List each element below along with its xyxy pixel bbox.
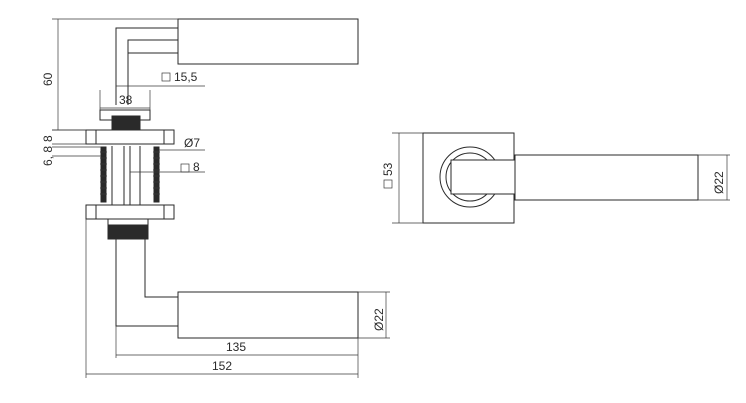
dim-8-top-label: 8 [41, 135, 55, 142]
dim-53: 53 [381, 132, 423, 224]
dim-152-label: 152 [212, 359, 232, 373]
lower-rose [85, 204, 175, 240]
dim-15-5: 15,5 [116, 70, 205, 87]
dim-dia7-label: Ø7 [184, 136, 200, 150]
dim-dia22-front-label: Ø22 [712, 171, 726, 194]
dim-38: 38 [99, 90, 151, 110]
square-symbol-icon [383, 179, 393, 189]
dim-135: 135 [115, 326, 359, 358]
lever-grip-front [514, 154, 699, 201]
dim-6-8: 6, 8 [41, 146, 101, 166]
dim-dia7: Ø7 [159, 136, 205, 151]
dim-152: 152 [85, 219, 359, 378]
dim-8-top: 8 [41, 129, 86, 145]
mounting-screws [100, 146, 160, 206]
dim-135-label: 135 [226, 340, 246, 354]
upper-lever [115, 18, 359, 105]
dim-60-label: 60 [41, 72, 55, 86]
dim-dia22-front: Ø22 [698, 154, 730, 201]
dim-8-square-label: 8 [193, 160, 200, 174]
upper-rose [85, 109, 175, 145]
dim-38-label: 38 [119, 93, 133, 107]
square-symbol-icon [161, 72, 171, 82]
side-view: 60 15,5 38 8 6, 8 Ø7 [41, 18, 390, 378]
front-view: 53 Ø22 [381, 132, 730, 224]
dim-dia22-side-label: Ø22 [372, 308, 386, 331]
dim-dia22-side: Ø22 [358, 291, 390, 339]
lower-lever [115, 239, 359, 339]
dim-15-5-label: 15,5 [174, 70, 198, 84]
dim-53-label: 53 [381, 162, 395, 176]
dim-8-square: 8 [130, 160, 205, 174]
dim-6-8-label: 6, 8 [41, 146, 55, 166]
lever-neck [450, 159, 516, 195]
square-symbol-icon [180, 163, 190, 173]
